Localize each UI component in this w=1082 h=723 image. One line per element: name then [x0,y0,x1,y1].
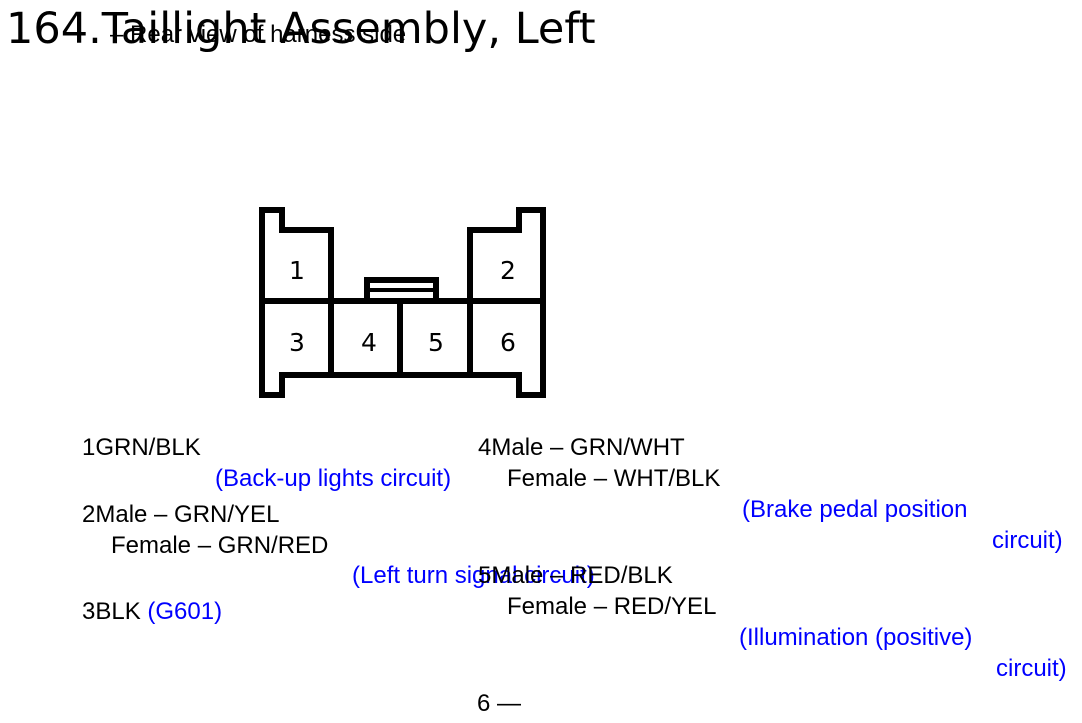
pin2-female-wire: Female – GRN/RED [111,532,329,559]
pin-label-4: 4 [361,328,377,357]
pin1-wire: 1GRN/BLK [82,434,201,461]
pin-label-2: 2 [500,256,516,285]
ghost-caption: – Rear view of harness side [110,21,407,48]
pin4-female-wire: Female – WHT/BLK [507,465,721,492]
pin4-note-line2: circuit) [992,527,1063,554]
pin5-male-wire: 5Male – RED/BLK [478,562,673,589]
page-title: 164.Taillight Assembly, Left [6,4,596,54]
pin-label-1: 1 [289,256,305,285]
pin5-note-line2: circuit) [996,655,1067,682]
pin5-female-wire: Female – RED/YEL [507,593,717,620]
pin-label-6: 6 [500,328,516,357]
connector-diagram: 1 2 3 4 5 6 [259,207,546,398]
pin5-note-line1: (Illumination (positive) [739,624,973,651]
connector-outline [259,207,546,398]
page-number: 6 — [477,690,522,717]
pin-label-5: 5 [428,328,444,357]
pin2-note: (Left turn signal circuit) [352,562,595,589]
pin3-wire-color: 3BLK [82,598,141,625]
pin3-wire: 3BLK (G601) [82,597,222,627]
pin4-male-wire: 4Male – GRN/WHT [478,434,685,461]
pin3-note: (G601) [147,598,223,625]
pin1-note: (Back-up lights circuit) [215,465,452,492]
pin-label-3: 3 [289,328,305,357]
pin2-male-wire: 2Male – GRN/YEL [82,501,280,528]
pin4-note-line1: (Brake pedal position [742,496,968,523]
